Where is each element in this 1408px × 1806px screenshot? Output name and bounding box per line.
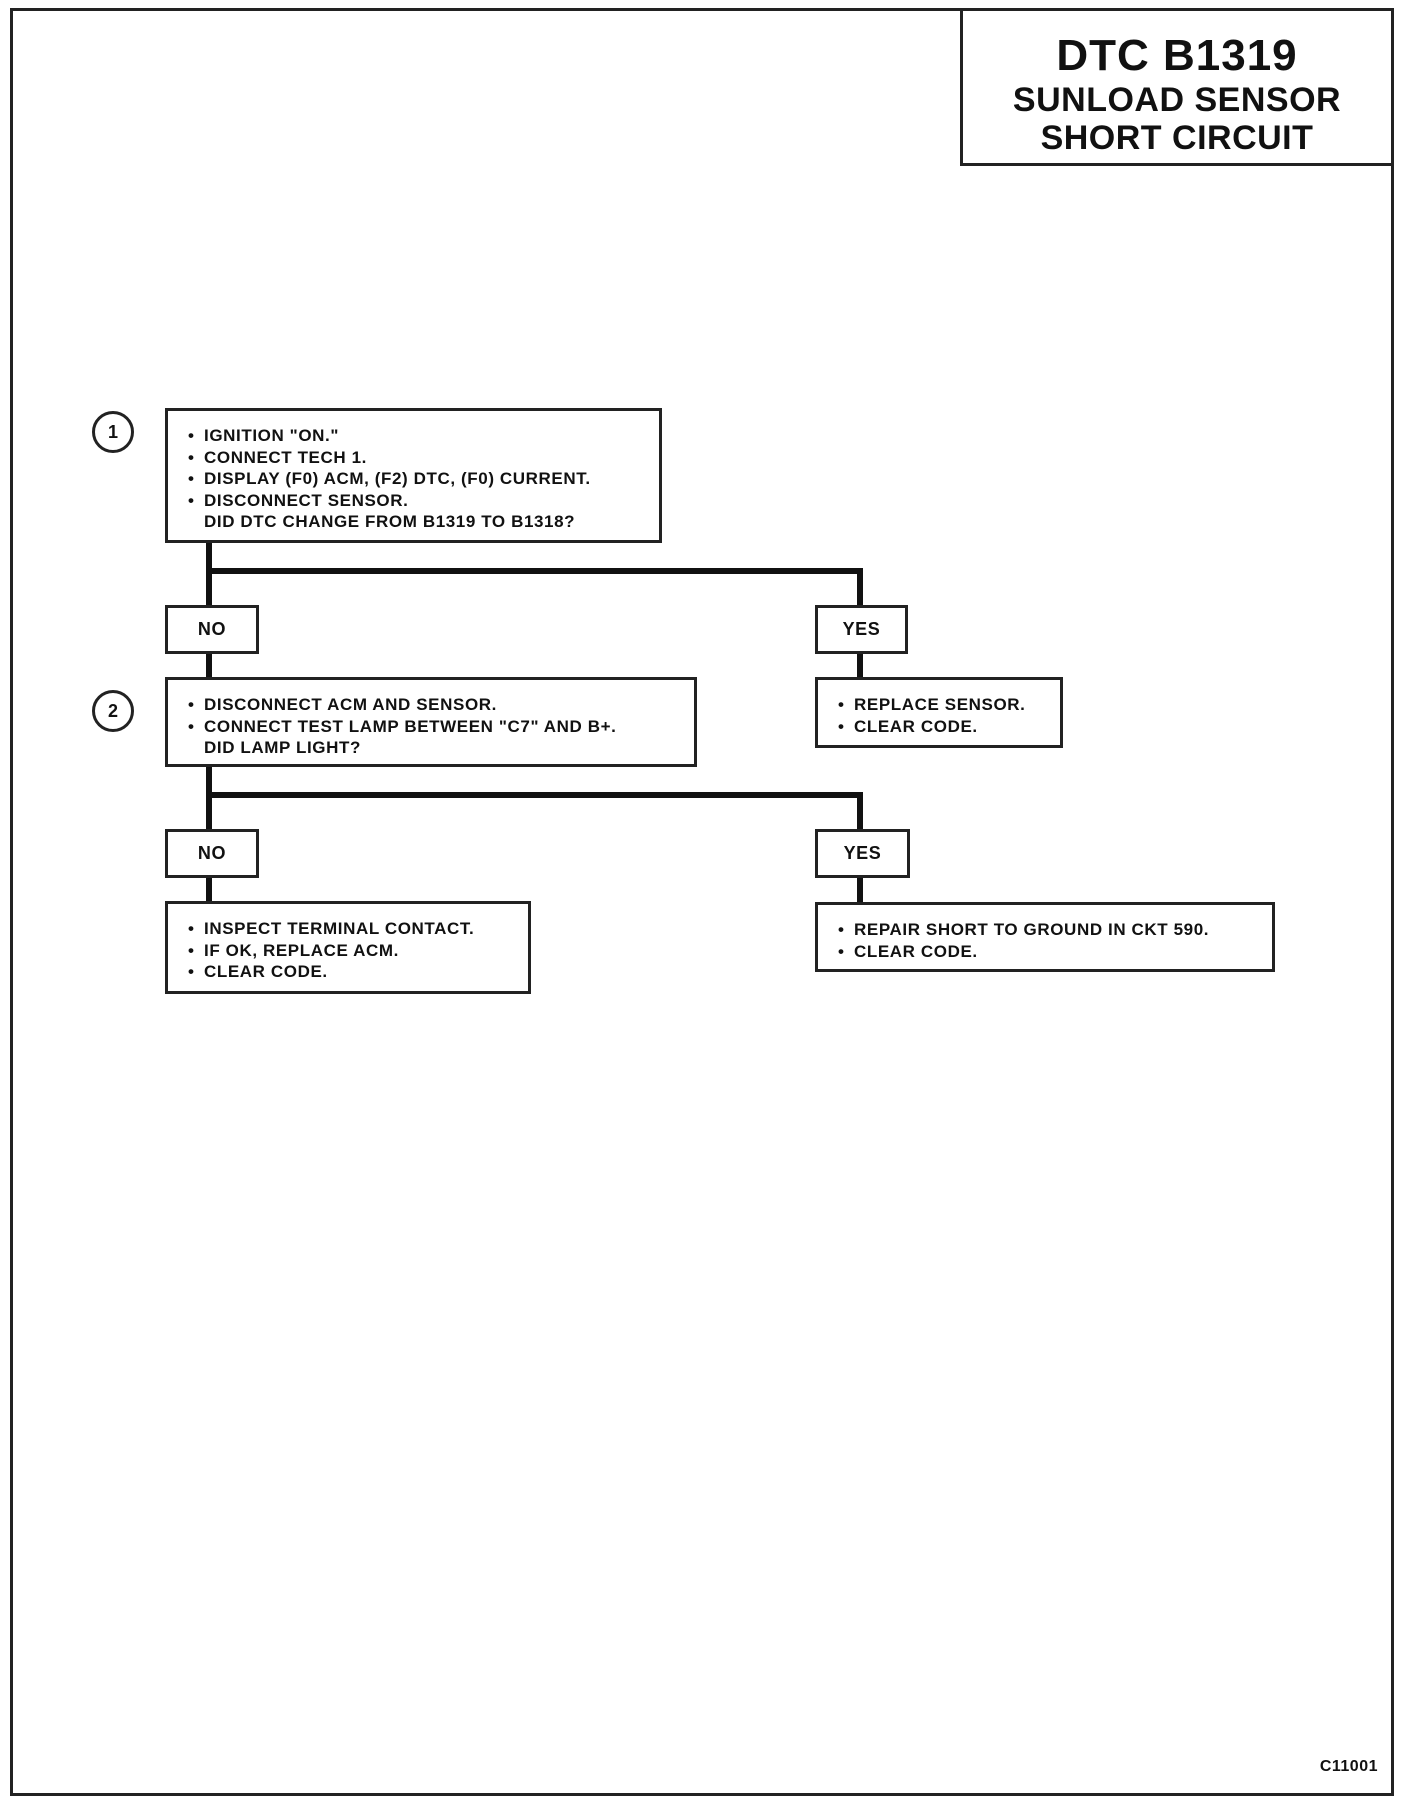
connector-step1-yes-to-result	[857, 652, 863, 679]
connector-step1-branch	[206, 568, 863, 574]
connector-step1-no-to-step2	[206, 652, 212, 679]
result-item: IF OK, REPLACE ACM.	[188, 940, 518, 962]
step-1-item: IGNITION "ON."	[188, 425, 649, 447]
step-1-yes-result: REPLACE SENSOR. CLEAR CODE.	[815, 677, 1063, 748]
result-item: REPAIR SHORT TO GROUND IN CKT 590.	[838, 919, 1262, 941]
result-item: CLEAR CODE.	[838, 716, 1050, 738]
step-2-no-result: INSPECT TERMINAL CONTACT. IF OK, REPLACE…	[165, 901, 531, 994]
connector-step2-branch	[206, 792, 863, 798]
step-1-item: DISCONNECT SENSOR.	[188, 490, 649, 512]
step-1-item: CONNECT TECH 1.	[188, 447, 649, 469]
title-dtc-code: DTC B1319	[1056, 31, 1298, 80]
connector-step2-yes-drop	[857, 792, 863, 831]
step-2-question: DID LAMP LIGHT?	[204, 738, 361, 757]
step-2-item: DISCONNECT ACM AND SENSOR.	[188, 694, 684, 716]
step-2-yes-result: REPAIR SHORT TO GROUND IN CKT 590. CLEAR…	[815, 902, 1275, 972]
step-1-no-label: NO	[165, 605, 259, 654]
step-1-question: DID DTC CHANGE FROM B1319 TO B1318?	[204, 512, 576, 531]
step-2-item: CONNECT TEST LAMP BETWEEN "C7" AND B+.	[188, 716, 684, 738]
connector-step2-no-to-result	[206, 876, 212, 903]
step-1-yes-label: YES	[815, 605, 908, 654]
step-number-1: 1	[92, 411, 134, 453]
connector-step1-down	[206, 541, 212, 607]
step-2-no-label: NO	[165, 829, 259, 878]
step-1-item: DISPLAY (F0) ACM, (F2) DTC, (F0) CURRENT…	[188, 468, 649, 490]
step-1-box: IGNITION "ON." CONNECT TECH 1. DISPLAY (…	[165, 408, 662, 543]
connector-step2-yes-to-result	[857, 876, 863, 904]
step-2-box: DISCONNECT ACM AND SENSOR. CONNECT TEST …	[165, 677, 697, 767]
title-line-2: SHORT CIRCUIT	[1040, 119, 1314, 157]
page-frame	[10, 8, 1394, 1796]
figure-id: C11001	[1319, 1758, 1378, 1775]
result-item: REPLACE SENSOR.	[838, 694, 1050, 716]
connector-step2-down	[206, 765, 212, 831]
step-number-2: 2	[92, 690, 134, 732]
result-item: INSPECT TERMINAL CONTACT.	[188, 918, 518, 940]
connector-step1-yes-drop	[857, 568, 863, 607]
title-box: DTC B1319 SUNLOAD SENSOR SHORT CIRCUIT	[960, 8, 1394, 166]
result-item: CLEAR CODE.	[188, 961, 518, 983]
step-2-yes-label: YES	[815, 829, 910, 878]
result-item: CLEAR CODE.	[838, 941, 1262, 963]
title-line-1: SUNLOAD SENSOR	[1012, 81, 1342, 119]
